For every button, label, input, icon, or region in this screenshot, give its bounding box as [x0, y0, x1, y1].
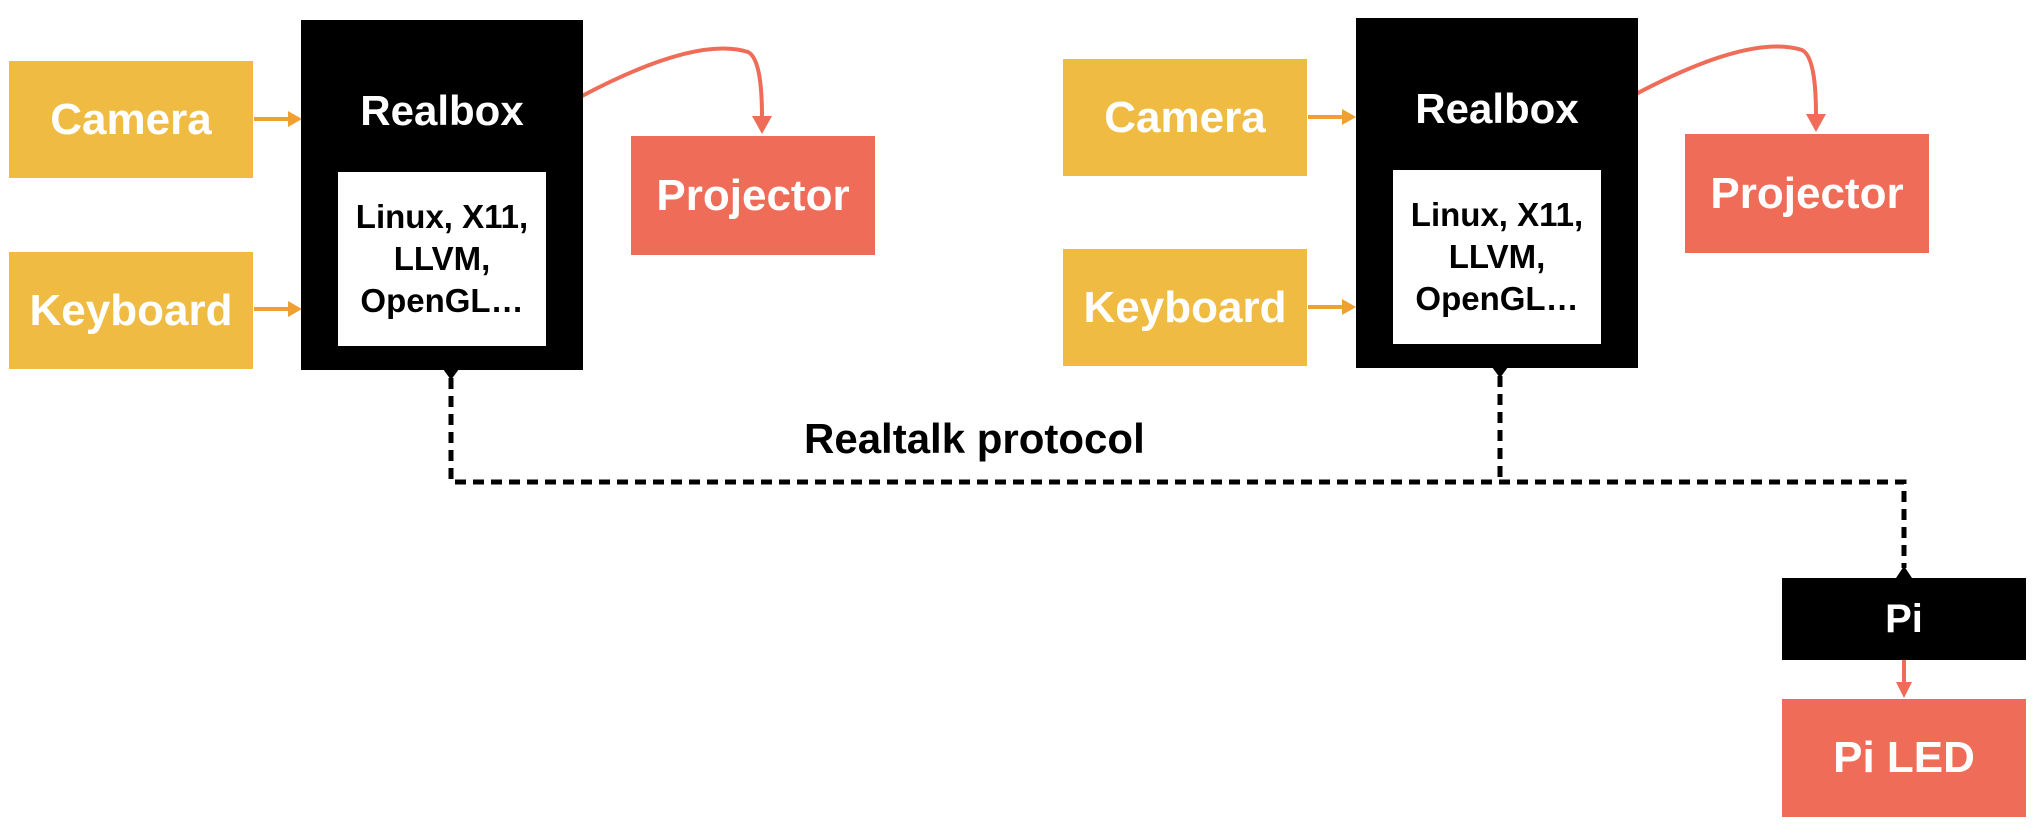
left-realbox-port-marker — [443, 369, 459, 380]
left-camera-box: Camera — [9, 61, 253, 178]
arrow-left-realbox-to-projector — [581, 46, 772, 134]
right-camera-label: Camera — [1104, 92, 1266, 142]
left-keyboard-box: Keyboard — [9, 252, 253, 369]
realtalk-network-lines — [448, 376, 1907, 568]
right-keyboard-box: Keyboard — [1063, 249, 1307, 366]
right-projector-label: Projector — [1710, 168, 1904, 218]
left-realbox-software-stack: Linux, X11, LLVM, OpenGL… — [338, 172, 546, 346]
right-realbox: Realbox Linux, X11, LLVM, OpenGL… — [1356, 18, 1638, 368]
pi-box: Pi — [1782, 578, 2026, 660]
arrow-right-camera-to-realbox — [1308, 109, 1356, 125]
pi-label: Pi — [1885, 596, 1923, 641]
right-realbox-port-marker — [1492, 367, 1508, 378]
left-camera-label: Camera — [50, 94, 212, 144]
pi-led-label: Pi LED — [1833, 733, 1975, 782]
left-realbox-title: Realbox — [360, 87, 524, 134]
right-projector-box: Projector — [1685, 134, 1929, 253]
right-keyboard-label: Keyboard — [1083, 282, 1287, 332]
arrow-right-keyboard-to-realbox — [1308, 299, 1356, 315]
left-projector-box: Projector — [631, 136, 875, 255]
right-realbox-software-stack: Linux, X11, LLVM, OpenGL… — [1393, 170, 1601, 344]
left-realbox: Realbox Linux, X11, LLVM, OpenGL… — [301, 20, 583, 370]
realtalk-protocol-label: Realtalk protocol — [804, 415, 1145, 462]
right-realbox-title: Realbox — [1415, 85, 1579, 132]
left-keyboard-label: Keyboard — [29, 285, 233, 335]
arrow-right-realbox-to-projector — [1635, 44, 1826, 132]
pi-led-box: Pi LED — [1782, 699, 2026, 817]
right-camera-box: Camera — [1063, 59, 1307, 176]
arrow-pi-to-led — [1896, 660, 1912, 698]
arrow-left-keyboard-to-realbox — [254, 301, 302, 317]
arrow-left-camera-to-realbox — [254, 111, 302, 127]
pi-port-marker — [1896, 566, 1912, 578]
left-projector-label: Projector — [656, 170, 850, 220]
